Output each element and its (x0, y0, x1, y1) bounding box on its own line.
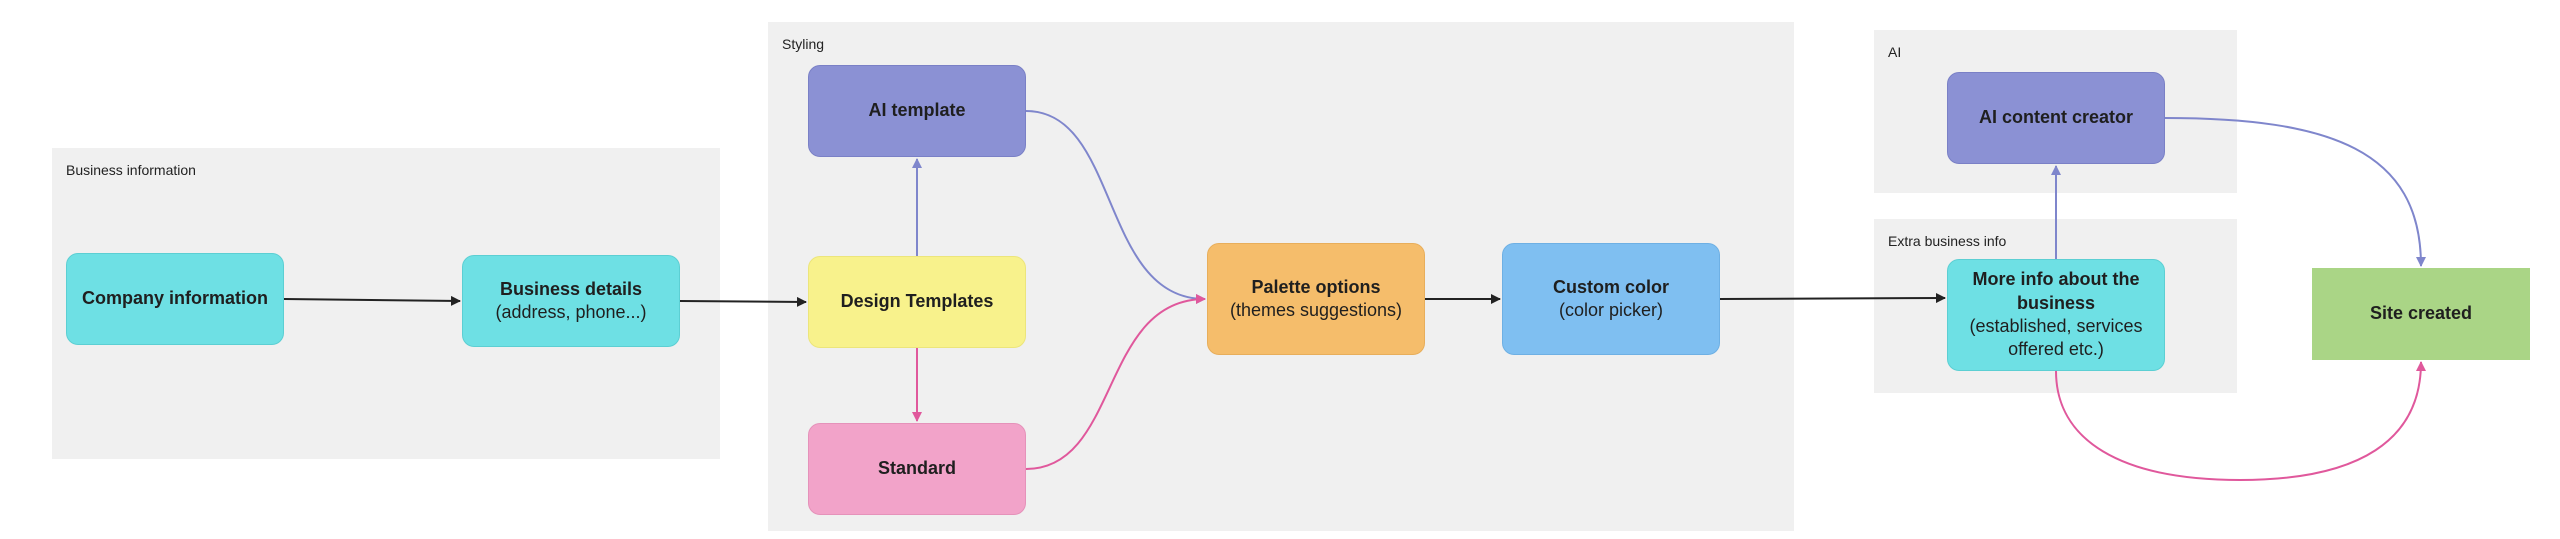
edge-ai-creator-to-site (2164, 117, 2426, 267)
node-more-info-about-business[interactable]: More info about the business (establishe… (1947, 259, 2165, 371)
node-custom-color[interactable]: Custom color (color picker) (1502, 243, 1720, 355)
node-title: More info about the business (1972, 269, 2140, 313)
node-title: Standard (877, 458, 956, 479)
node-title: Custom color (1552, 276, 1669, 297)
group-label: Business information (66, 162, 196, 178)
group-label: Styling (782, 36, 825, 52)
edge-company-to-business (283, 295, 461, 306)
node-title: Site created (2369, 303, 2473, 324)
node-ai-template[interactable]: AI template (808, 65, 1026, 157)
node-company-information[interactable]: Company information (66, 253, 284, 345)
edge-more-info-to-site (2055, 361, 2426, 482)
node-title: Company information (81, 288, 268, 309)
node-design-templates[interactable]: Design Templates (808, 256, 1026, 348)
node-business-details[interactable]: Business details (address, phone...) (462, 255, 680, 347)
node-title: Business details (499, 278, 643, 299)
node-subtitle: (themes suggestions) (1229, 300, 1403, 320)
node-ai-content-creator[interactable]: AI content creator (1947, 72, 2165, 164)
node-standard[interactable]: Standard (808, 423, 1026, 515)
node-title: Design Templates (840, 291, 994, 312)
node-title: AI content creator (1978, 107, 2134, 128)
node-subtitle: (color picker) (1558, 300, 1664, 320)
node-title: AI template (868, 100, 966, 121)
node-title: Palette options (1251, 276, 1381, 297)
node-subtitle: (established, services offered etc.) (1969, 316, 2143, 360)
edge-ai-template-to-palette (1025, 110, 1206, 304)
edge-business-to-design (679, 296, 807, 307)
node-subtitle: (address, phone...) (495, 302, 647, 322)
node-site-created[interactable]: Site created (2312, 268, 2530, 360)
node-palette-options[interactable]: Palette options (themes suggestions) (1207, 243, 1425, 355)
group-label: Extra business info (1888, 233, 2007, 249)
edge-standard-to-palette (1025, 294, 1206, 470)
edge-custom-to-more-info (1719, 293, 1946, 304)
group-label: AI (1888, 44, 1902, 60)
